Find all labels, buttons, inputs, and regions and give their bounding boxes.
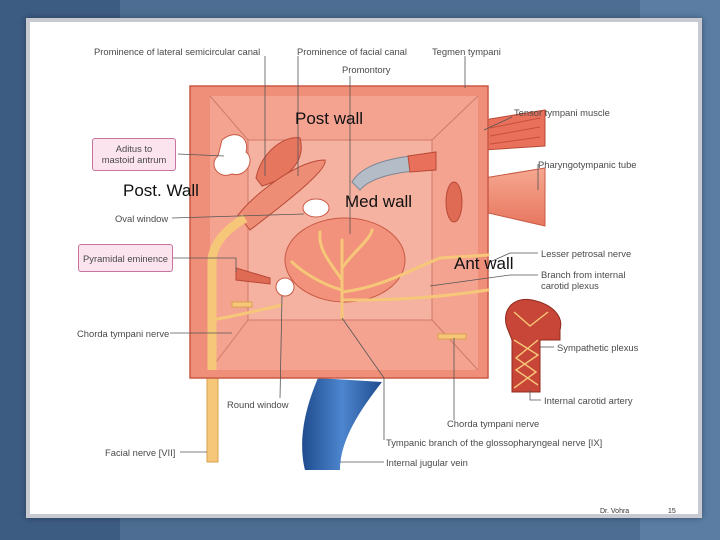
chorda-tympani xyxy=(211,303,283,322)
aditus-mastoid-antrum xyxy=(213,134,251,176)
round-window xyxy=(275,277,295,297)
label-pharyngotympanic-tube: Pharyngotympanic tube xyxy=(538,159,637,170)
label-chorda-tympani-bottom: Chorda tympani nerve xyxy=(447,418,540,429)
label-internal-carotid-artery: Internal carotid artery xyxy=(544,395,633,406)
label-lesser-petrosal-nerve: Lesser petrosal nerve xyxy=(541,248,632,259)
label-tympanic-branch: Tympanic branch of the glossopharyngeal … xyxy=(386,437,603,448)
label-aditus-mastoid-antrum: Aditus to mastoid antrum xyxy=(92,138,176,171)
leader-lines xyxy=(170,56,554,463)
footer-author: Dr. Vohra xyxy=(600,508,630,515)
prominence-facial-canal xyxy=(237,159,326,231)
label-internal-jugular-vein: Internal jugular vein xyxy=(386,457,468,468)
footer-page-number: 15 xyxy=(668,508,676,515)
facial-nerve xyxy=(206,369,219,463)
tube-opening xyxy=(445,181,463,223)
branch-line-2: carotid plexus xyxy=(541,280,599,291)
label-tegmen-tympani: Tegmen tympani xyxy=(432,46,501,57)
label-branch-internal-carotid: Branch from internal carotid plexus xyxy=(541,269,625,291)
wall-label-post-top: Post wall xyxy=(295,109,364,128)
label-facial-nerve: Facial nerve [VII] xyxy=(105,447,176,458)
sympathetic-plexus xyxy=(513,311,549,389)
label-prominence-lateral-canal: Prominence of lateral semicircular canal xyxy=(94,46,261,57)
internal-carotid-artery xyxy=(505,298,562,393)
internal-jugular-vein xyxy=(302,378,382,470)
wall-label-ant: Ant wall xyxy=(454,254,514,273)
promontory xyxy=(284,217,406,303)
pharyngotympanic-tube xyxy=(483,167,546,227)
label-prominence-facial-canal: Prominence of facial canal xyxy=(297,46,407,57)
wall-label-med: Med wall xyxy=(345,192,413,211)
tympanic-plexus xyxy=(290,228,490,320)
wall-label-post-left: Post. Wall xyxy=(123,181,199,200)
label-pyramidal-eminence: Pyramidal eminence xyxy=(78,244,173,272)
label-oval-window: Oval window xyxy=(115,213,169,224)
label-chorda-tympani-left: Chorda tympani nerve xyxy=(77,328,170,339)
facial-nerve-canal xyxy=(207,214,248,370)
branch-line-1: Branch from internal xyxy=(541,269,626,280)
aditus-line-2: mastoid antrum xyxy=(101,154,167,165)
label-promontory: Promontory xyxy=(342,64,391,75)
label-sympathetic-plexus: Sympathetic plexus xyxy=(557,342,639,353)
pyramidal-eminence xyxy=(235,267,271,285)
label-round-window: Round window xyxy=(227,399,289,410)
aditus-line-1: Aditus to xyxy=(115,143,153,154)
label-tensor-tympani-muscle: Tensor tympani muscle xyxy=(514,107,610,118)
oval-window xyxy=(302,198,330,218)
